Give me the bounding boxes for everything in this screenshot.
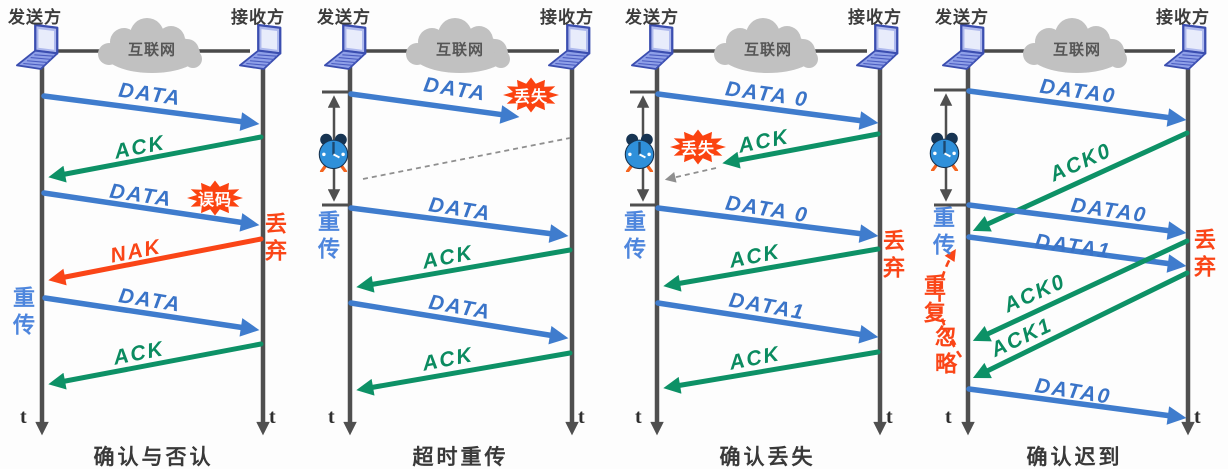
retransmit-label: 重传 — [315, 210, 340, 264]
duplicate-label: 重复 — [921, 274, 946, 328]
arrow-data0-next — [966, 386, 1187, 425]
sender-label: 发送方 — [317, 8, 371, 27]
arrow-data0-retransmit — [966, 202, 1187, 240]
alarm-clock-icon — [928, 132, 961, 171]
panel-caption: 确认与否认 — [93, 446, 214, 469]
discard-label: 丢弃 — [262, 212, 287, 266]
internet-cloud-icon — [98, 18, 202, 73]
ignore-label: 忽略 — [932, 325, 957, 379]
receiver-laptop-icon — [856, 24, 899, 70]
expected-ack-dashed-line — [664, 167, 717, 183]
panel-ack-lost-graphics — [623, 18, 899, 436]
arrow-data-retransmit — [348, 205, 569, 243]
retransmit-label: 重传 — [930, 206, 955, 260]
t-axis-label-receiver: t — [1194, 406, 1201, 428]
arrow-data-2 — [348, 300, 569, 345]
arrow-data-3 — [42, 295, 260, 337]
receiver-laptop-icon — [239, 24, 282, 70]
sender-label: 发送方 — [935, 8, 989, 27]
arrow-data-2 — [41, 190, 260, 232]
lost-badge-label: 丢失 — [513, 89, 549, 106]
retransmit-label: 重传 — [621, 210, 646, 264]
arrow-ack-2 — [663, 349, 881, 394]
arrow-ack-1 — [356, 247, 573, 293]
arrow-data0-1 — [966, 88, 1187, 127]
sender-laptop-icon — [631, 24, 674, 70]
panel-caption: 确认迟到 — [1026, 446, 1123, 469]
arrow-ack-2 — [48, 341, 264, 390]
t-axis-label-sender: t — [945, 406, 952, 428]
arrow-ack-lost — [722, 131, 881, 169]
internet-cloud-label: 互联网 — [127, 41, 177, 59]
internet-cloud-label: 互联网 — [743, 41, 793, 59]
sender-label: 发送方 — [625, 8, 679, 27]
alarm-clock-icon — [623, 133, 656, 172]
arrow-ack-2 — [356, 350, 573, 396]
arrow-data1 — [655, 300, 879, 344]
expected-ack-dashed-line — [362, 137, 571, 180]
arrow-nak — [48, 236, 264, 286]
internet-cloud-icon — [1023, 18, 1127, 73]
discard-label: 丢弃 — [1191, 228, 1216, 282]
receiver-label: 接收方 — [540, 8, 594, 27]
panel-ack-late: 发送方 接收方 互联网 DATA0 ACK0 重传 DATA0 DATA1 丢弃… — [921, 0, 1228, 469]
panel-ack-nak-graphics — [16, 18, 282, 436]
t-axis-label-sender: t — [635, 406, 642, 428]
internet-cloud-icon — [714, 18, 818, 73]
sender-laptop-icon — [324, 24, 367, 70]
receiver-laptop-icon — [548, 24, 591, 70]
discard-label: 丢弃 — [880, 229, 905, 283]
panel-ack-nak: 发送方 接收方 互联网 DATA ACK DATA 误码 丢弃 NAK 重传 D… — [0, 0, 307, 469]
error-badge-label: 误码 — [197, 192, 233, 209]
arrow-data0-1 — [655, 91, 879, 130]
receiver-laptop-icon — [1164, 24, 1207, 70]
t-axis-label-receiver: t — [886, 406, 893, 428]
arrow-ack-1 — [663, 246, 881, 292]
panel-ack-lost: 发送方 接收方 互联网 DATA 0 ACK 丢失 重传 DATA 0 丢弃 A… — [614, 0, 921, 469]
panel-caption: 超时重传 — [412, 446, 509, 469]
retransmit-label: 重传 — [10, 286, 35, 340]
arrow-data-1 — [41, 93, 260, 131]
t-axis-label-sender: t — [20, 406, 27, 428]
arrow-data-lost — [348, 91, 520, 124]
arrow-ack0-duplicate — [972, 238, 1190, 342]
receiver-label: 接收方 — [231, 8, 285, 27]
t-axis-label-receiver: t — [578, 406, 585, 428]
sender-laptop-icon — [942, 24, 985, 70]
sender-label: 发送方 — [8, 8, 62, 27]
panel-timeout-graphics — [317, 18, 591, 436]
arrow-ack-1 — [48, 134, 264, 183]
sender-laptop-icon — [16, 24, 59, 70]
internet-cloud-label: 互联网 — [1052, 41, 1102, 59]
receiver-label: 接收方 — [848, 8, 902, 27]
panel-timeout-retransmit: 发送方 接收方 互联网 DATA 丢失 重传 DATA ACK DATA ACK… — [307, 0, 614, 469]
panel-ack-late-graphics — [928, 18, 1207, 436]
receiver-label: 接收方 — [1156, 8, 1210, 27]
duplicate-ignore-dashed-arrow — [938, 249, 963, 358]
lost-badge-label: 丢失 — [680, 141, 716, 158]
arrow-data0-retransmit — [655, 205, 879, 243]
t-axis-label-sender: t — [328, 406, 335, 428]
internet-cloud-icon — [406, 18, 510, 73]
arrow-ack1 — [972, 270, 1190, 379]
internet-cloud-label: 互联网 — [435, 41, 485, 59]
t-axis-label-receiver: t — [269, 406, 276, 428]
panel-caption: 确认丢失 — [719, 446, 816, 469]
